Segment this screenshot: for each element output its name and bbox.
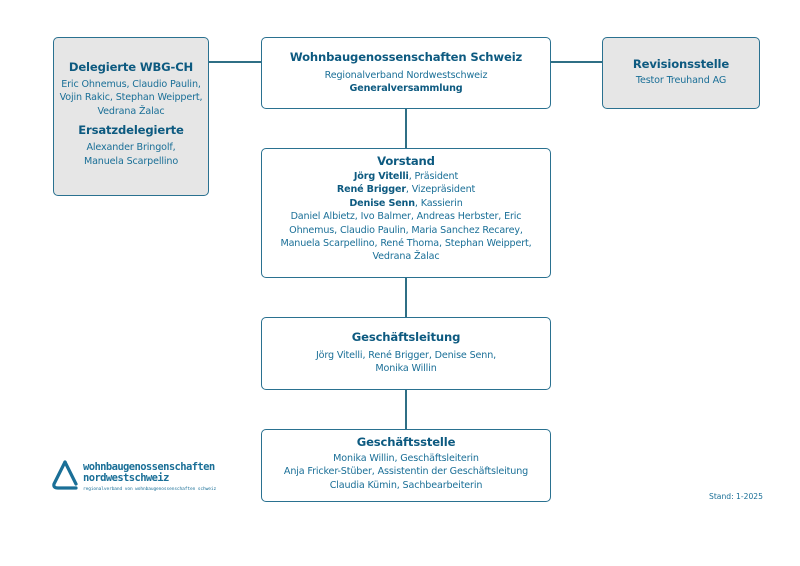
board-officer: Denise Senn, Kassierin — [262, 197, 550, 210]
stand-date: Stand: 1-2025 — [709, 492, 763, 501]
audit-body: Testor Treuhand AG — [635, 75, 727, 86]
office-line: Anja Fricker-Stüber, Assistentin der Ges… — [283, 466, 529, 478]
delegates-title: Delegierte WBG-CH — [68, 60, 194, 74]
office-line: Claudia Kümin, Sachbearbeiterin — [329, 479, 483, 491]
logo-line1: wohnbaugenossenschaften — [83, 461, 215, 473]
management-box: Geschäftsleitung Jörg Vitelli, René Brig… — [261, 317, 551, 390]
board-members: Daniel Albietz, Ivo Balmer, Andreas Herb… — [280, 211, 532, 263]
organization-logo: wohnbaugenossenschaften nordwestschweiz … — [52, 460, 232, 500]
logo-tagline: regionalverband von wohnbaugenossenschaf… — [83, 487, 217, 492]
assembly-title: Wohnbaugenossenschaften Schweiz — [289, 50, 523, 64]
officer-name: Denise Senn — [349, 197, 415, 209]
connector-management-office — [405, 389, 407, 430]
audit-box: Revisionsstelle Testor Treuhand AG — [602, 37, 760, 109]
connector-assembly-board — [405, 108, 407, 149]
management-title: Geschäftsleitung — [351, 330, 461, 344]
office-title: Geschäftsstelle — [356, 435, 456, 449]
connector-assembly-audit — [550, 61, 603, 63]
logo-line2: nordwestschweiz — [83, 472, 169, 484]
board-officer: Jörg Vitelli, Präsident — [262, 170, 550, 183]
substitutes-title: Ersatzdelegierte — [78, 123, 184, 138]
board-officer: René Brigger, Vizepräsident — [262, 183, 550, 196]
officer-role: , Präsident — [408, 171, 459, 182]
office-line: Monika Willin, Geschäftsleiterin — [333, 453, 479, 464]
office-box: Geschäftsstelle Monika Willin, Geschäfts… — [261, 429, 551, 502]
officer-name: René Brigger — [336, 184, 406, 196]
officer-role: , Vizepräsident — [405, 184, 476, 196]
assembly-subtitle: Regionalverband Nordwestschweiz — [324, 70, 488, 81]
management-body: Jörg Vitelli, René Brigger, Denise Senn,… — [315, 350, 497, 375]
delegates-members: Eric Ohnemus, Claudio Paulin, Vojin Raki… — [59, 79, 203, 117]
audit-title: Revisionsstelle — [632, 57, 730, 71]
board-title: Vorstand — [377, 154, 435, 168]
assembly-box: Wohnbaugenossenschaften Schweiz Regional… — [261, 37, 551, 109]
officer-name: Jörg Vitelli — [353, 171, 409, 182]
officer-role: , Kassierin — [414, 197, 463, 209]
assembly-body: Generalversammlung — [349, 83, 463, 95]
delegates-box: Delegierte WBG-CH Eric Ohnemus, Claudio … — [53, 37, 209, 196]
board-box: Vorstand Jörg Vitelli, Präsident René Br… — [261, 148, 551, 278]
substitutes-members: Alexander Bringolf, Manuela Scarpellino — [83, 142, 179, 167]
connector-delegates-assembly — [208, 61, 262, 63]
connector-board-management — [405, 277, 407, 318]
triangle-logo-icon — [52, 460, 78, 490]
